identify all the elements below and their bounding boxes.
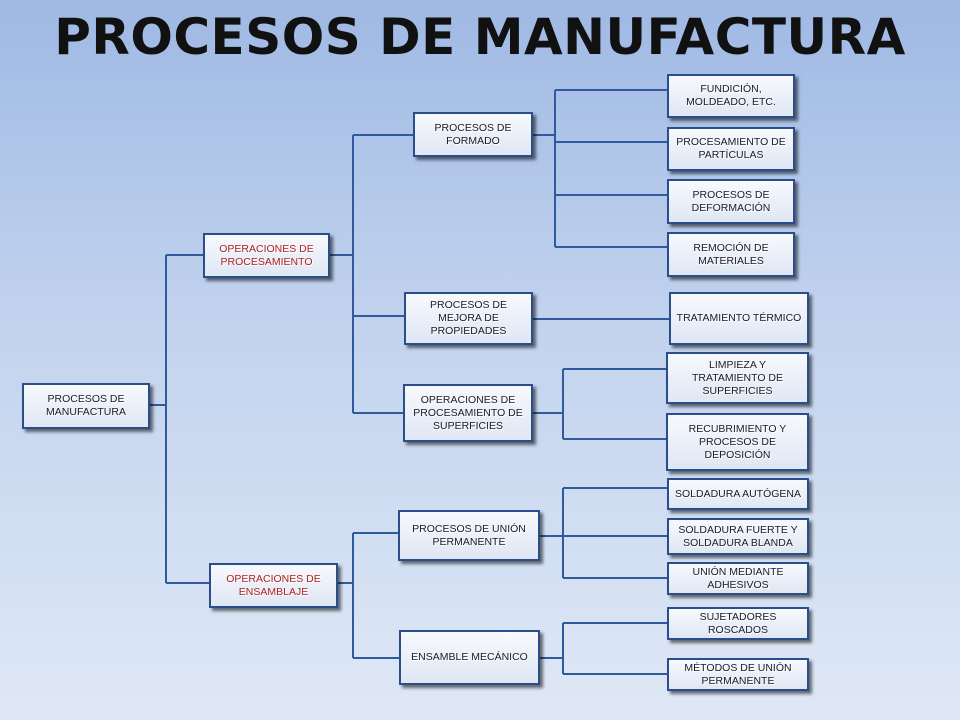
node-operaciones-de-procesamiento-de-superficies: OPERACIONES DE PROCESAMIENTO DE SUPERFIC…	[403, 384, 533, 442]
connector-union	[540, 487, 668, 579]
connector-formado	[533, 89, 668, 248]
node-ensamble-mecanico: ENSAMBLE MECÁNICO	[399, 630, 540, 685]
node-procesos-de-mejora-de-propiedades: PROCESOS DE MEJORA DE PROPIEDADES	[404, 292, 533, 345]
node-label: LIMPIEZA Y TRATAMIENTO DE SUPERFICIES	[691, 358, 783, 397]
node-metodos-de-union-permanente: MÉTODOS DE UNIÓN PERMANENTE	[667, 658, 809, 691]
connector-superficies	[533, 368, 667, 440]
node-label: PROCESOS DE UNIÓN PERMANENTE	[412, 522, 526, 548]
node-procesos-de-deformacion: PROCESOS DE DEFORMACIÓN	[667, 179, 795, 224]
node-label: UNIÓN MEDIANTE ADHESIVOS	[692, 565, 784, 591]
node-label: PROCESOS DE MANUFACTURA	[46, 393, 126, 418]
node-soldadura-fuerte-y-blanda: SOLDADURA FUERTE Y SOLDADURA BLANDA	[667, 518, 809, 555]
node-label: PROCESOS DE DEFORMACIÓN	[691, 188, 771, 214]
node-label: RECUBRIMIENTO Y PROCESOS DE DEPOSICIÓN	[688, 422, 787, 461]
node-label: OPERACIONES DE PROCESAMIENTO DE SUPERFIC…	[413, 393, 523, 432]
node-label: SOLDADURA AUTÓGENA	[674, 487, 802, 500]
node-label: MÉTODOS DE UNIÓN PERMANENTE	[684, 661, 792, 687]
node-remocion-de-materiales: REMOCIÓN DE MATERIALES	[667, 232, 795, 277]
node-procesamiento-de-particulas: PROCESAMIENTO DE PARTÍCULAS	[667, 127, 795, 171]
connector-ensamblaje	[338, 532, 400, 659]
node-label: TRATAMIENTO TÉRMICO	[676, 312, 802, 324]
node-label: OPERACIONES DE PROCESAMIENTO	[219, 242, 314, 268]
node-label: PROCESOS DE MEJORA DE PROPIEDADES	[429, 299, 508, 337]
node-operaciones-de-procesamiento: OPERACIONES DE PROCESAMIENTO	[203, 233, 330, 278]
node-label: REMOCIÓN DE MATERIALES	[693, 241, 769, 267]
connector-procesamiento	[330, 134, 414, 414]
node-procesos-de-union-permanente: PROCESOS DE UNIÓN PERMANENTE	[398, 510, 540, 561]
node-label: PROCESOS DE FORMADO	[434, 121, 512, 147]
node-soldadura-autogena: SOLDADURA AUTÓGENA	[667, 478, 809, 510]
node-operaciones-de-ensamblaje: OPERACIONES DE ENSAMBLAJE	[209, 563, 338, 608]
node-label: PROCESAMIENTO DE PARTÍCULAS	[676, 136, 786, 161]
connector-mecanico	[540, 622, 668, 675]
node-union-mediante-adhesivos: UNIÓN MEDIANTE ADHESIVOS	[667, 562, 809, 595]
node-procesos-de-formado: PROCESOS DE FORMADO	[413, 112, 533, 157]
node-label: ENSAMBLE MECÁNICO	[411, 651, 528, 663]
node-procesos-de-manufactura: PROCESOS DE MANUFACTURA	[22, 383, 150, 429]
node-tratamiento-termico: TRATAMIENTO TÉRMICO	[669, 292, 809, 345]
node-recubrimiento-y-procesos-de-deposicion: RECUBRIMIENTO Y PROCESOS DE DEPOSICIÓN	[666, 413, 809, 471]
connector-root	[150, 254, 210, 584]
node-label: OPERACIONES DE ENSAMBLAJE	[226, 572, 321, 598]
node-fundicion-moldeado: FUNDICIÓN, MOLDEADO, ETC.	[667, 74, 795, 118]
node-label: FUNDICIÓN, MOLDEADO, ETC.	[686, 83, 776, 108]
node-label: SOLDADURA FUERTE Y SOLDADURA BLANDA	[678, 523, 798, 549]
node-label: SUJETADORES ROSCADOS	[699, 610, 777, 636]
diagram-title: PROCESOS DE MANUFACTURA	[54, 8, 906, 66]
node-sujetadores-roscados: SUJETADORES ROSCADOS	[667, 607, 809, 640]
node-limpieza-y-tratamiento-de-superficies: LIMPIEZA Y TRATAMIENTO DE SUPERFICIES	[666, 352, 809, 404]
